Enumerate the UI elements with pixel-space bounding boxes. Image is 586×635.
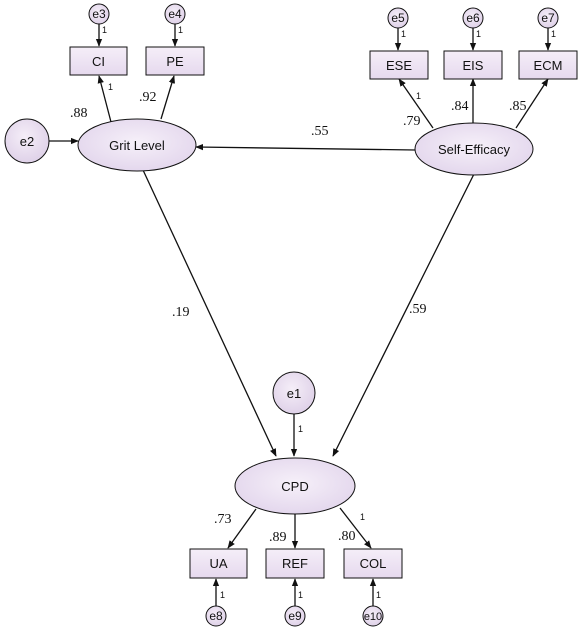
error-e3[interactable]: e3 [88, 3, 110, 25]
indicator-col[interactable]: COL [343, 548, 403, 579]
coef-se-eis: .84 [451, 99, 469, 114]
coef-se-grit: .55 [311, 124, 329, 139]
indicator-ci[interactable]: CI [69, 46, 128, 76]
error-e4[interactable]: e4 [164, 3, 186, 25]
coef-cpd-col: .80 [338, 529, 356, 544]
fixed-1-e6-eis: 1 [476, 29, 481, 39]
indicator-ese[interactable]: ESE [369, 50, 429, 80]
coef-se-ecm: .85 [509, 99, 527, 114]
indicator-ua[interactable]: UA [189, 548, 248, 579]
indicator-ese-label: ESE [386, 58, 412, 73]
path-arrows [49, 23, 552, 606]
arrow-se-ese [398, 78, 434, 129]
error-e9-label: e9 [288, 609, 302, 623]
indicator-pe-label: PE [166, 54, 184, 69]
coef-se-cpd: .59 [409, 302, 427, 317]
error-e9[interactable]: e9 [284, 605, 306, 627]
arrow-se-ecm [515, 78, 549, 129]
error-e8-label: e8 [209, 609, 223, 623]
fixed-1-e7-ecm: 1 [551, 29, 556, 39]
error-e6[interactable]: e6 [462, 7, 484, 29]
indicator-ci-label: CI [92, 54, 105, 69]
arrow-cpd-ua [227, 508, 257, 549]
fixed-1-grit-ci: 1 [108, 82, 113, 92]
fixed-1-e9-ref: 1 [298, 590, 303, 600]
fixed-1-e10-col: 1 [376, 590, 381, 600]
latent-self-efficacy-label: Self-Efficacy [438, 142, 511, 157]
error-e2[interactable]: e2 [4, 118, 50, 164]
latent-grit-level-label: Grit Level [109, 138, 165, 153]
error-e7-label: e7 [541, 11, 555, 25]
arrow-grit-cpd [142, 169, 277, 457]
coef-grit-pe: .92 [139, 90, 157, 105]
fixed-1-e3-ci: 1 [102, 25, 107, 35]
fixed-1-se-ese: 1 [416, 91, 421, 101]
fixed-1-cpd-col: 1 [360, 512, 365, 522]
error-e5[interactable]: e5 [387, 7, 409, 29]
latent-grit-level[interactable]: Grit Level [77, 118, 197, 172]
error-e2-label: e2 [20, 134, 34, 149]
indicator-eis[interactable]: EIS [443, 50, 503, 80]
fixed-1-e4-pe: 1 [178, 25, 183, 35]
fixed-1-e8-ua: 1 [220, 590, 225, 600]
indicator-col-label: COL [360, 556, 387, 571]
indicator-ref-label: REF [282, 556, 308, 571]
error-e7[interactable]: e7 [537, 7, 559, 29]
indicator-eis-label: EIS [463, 58, 484, 73]
coef-cpd-ua: .73 [214, 512, 232, 527]
arrow-grit-ci [97, 75, 112, 123]
indicator-ua-label: UA [209, 556, 227, 571]
coef-grit-ci: .88 [70, 106, 88, 121]
error-e10[interactable]: e10 [362, 605, 384, 627]
error-e1[interactable]: e1 [272, 371, 316, 415]
error-e1-label: e1 [287, 386, 301, 401]
latent-self-efficacy[interactable]: Self-Efficacy [414, 122, 534, 176]
arrow-se-cpd [332, 171, 476, 457]
coef-se-ese: .79 [403, 114, 421, 129]
arrow-grit-pe [160, 75, 175, 120]
error-e6-label: e6 [466, 11, 480, 25]
arrow-se-grit [195, 143, 416, 151]
indicator-pe[interactable]: PE [145, 46, 205, 76]
fixed-1-e5-ese: 1 [401, 29, 406, 39]
indicator-ecm[interactable]: ECM [518, 50, 578, 80]
coef-cpd-ref: .89 [269, 530, 287, 545]
fixed-1-e1-cpd: 1 [298, 424, 303, 434]
latent-cpd-label: CPD [281, 479, 308, 494]
coef-grit-cpd: .19 [172, 305, 190, 320]
error-e4-label: e4 [168, 7, 182, 21]
error-e5-label: e5 [391, 11, 405, 25]
latent-cpd[interactable]: CPD [234, 457, 356, 515]
error-e10-label: e10 [364, 611, 382, 623]
indicator-ecm-label: ECM [534, 58, 563, 73]
error-e8[interactable]: e8 [205, 605, 227, 627]
indicator-ref[interactable]: REF [265, 548, 325, 579]
error-e3-label: e3 [92, 7, 106, 21]
arrow-cpd-col [339, 507, 372, 549]
